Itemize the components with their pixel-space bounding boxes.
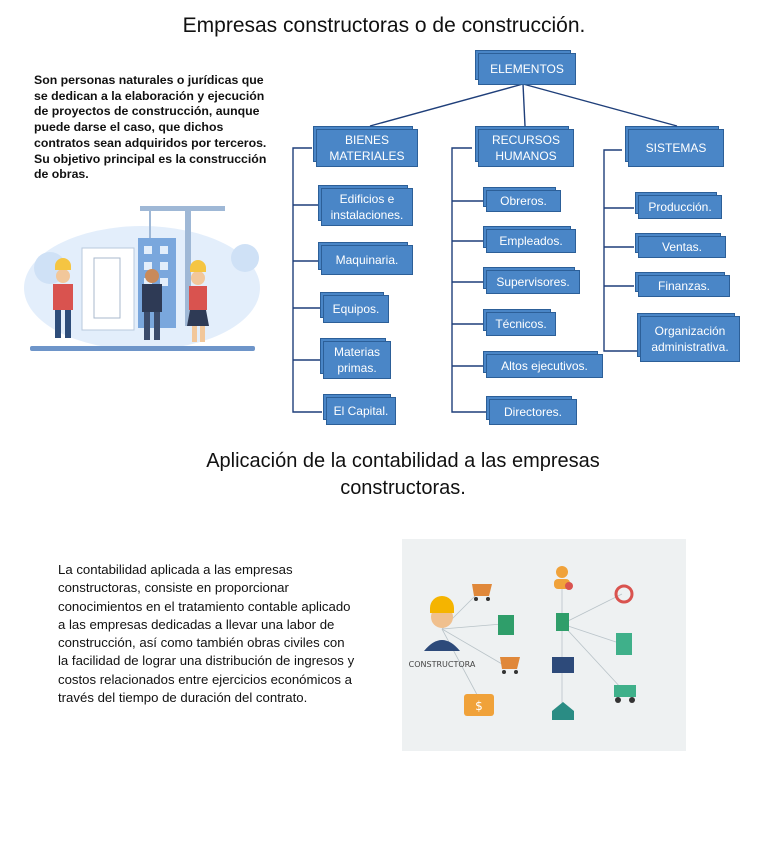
item-box-supervisores: Supervisores.: [483, 267, 580, 294]
item-box-finanzas: Finanzas.: [635, 272, 730, 297]
item-box-produccion: Producción.: [635, 192, 722, 219]
item-box-organizacion: Organización administrativa.: [637, 313, 740, 362]
item-box-equipos: Equipos.: [320, 292, 389, 323]
item-box-tecnicos: Técnicos.: [483, 309, 556, 336]
construction-team-illustration: [24, 206, 260, 351]
item-box-maquinaria: Maquinaria.: [318, 242, 413, 275]
accounting-paragraph: La contabilidad aplicada a las empresas …: [58, 562, 355, 706]
item-box-empleados: Empleados.: [483, 226, 576, 253]
category-box-recursos: RECURSOS HUMANOS: [475, 126, 574, 167]
svg-text:$: $: [475, 699, 483, 713]
item-box-capital: El Capital.: [323, 394, 396, 425]
item-box-directores: Directores.: [486, 396, 577, 425]
item-box-materias: Materias primas.: [320, 338, 391, 379]
accounting-infographic: CONSTRUCTORA $: [402, 539, 686, 751]
infographic-center-label: CONSTRUCTORA: [409, 660, 476, 669]
item-box-edificios: Edificios e instalaciones.: [318, 185, 413, 226]
category-box-bienes: BIENES MATERIALES: [313, 126, 418, 167]
page-title: Empresas constructoras o de construcción…: [182, 14, 586, 37]
category-box-sistemas: SISTEMAS: [625, 126, 724, 167]
item-box-altos: Altos ejecutivos.: [483, 351, 603, 378]
intro-paragraph: Son personas naturales o jurídicas que s…: [34, 73, 267, 182]
section-title: Aplicación de la contabilidad a las empr…: [206, 450, 600, 499]
item-box-obreros: Obreros.: [483, 187, 561, 212]
root-box-elementos: ELEMENTOS: [475, 50, 576, 85]
item-box-ventas: Ventas.: [635, 233, 726, 258]
